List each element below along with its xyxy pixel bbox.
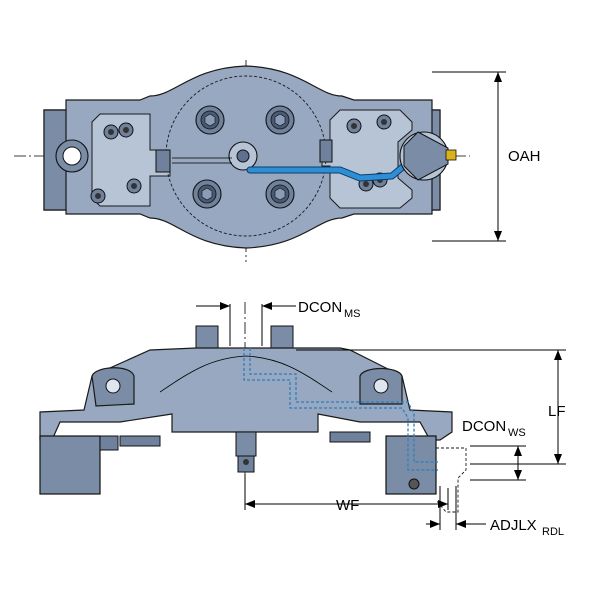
side-left-foot bbox=[39, 435, 101, 495]
adjlx-rdl-dimension: ADJLX RDL bbox=[426, 486, 564, 538]
oah-label: OAH bbox=[508, 148, 541, 165]
top-cartridge-head bbox=[403, 131, 449, 181]
side-left-rail bbox=[119, 435, 161, 447]
dcon-ms-subscript: MS bbox=[344, 308, 361, 320]
dcon-ms-label: DCON bbox=[298, 299, 342, 316]
top-left-end-block bbox=[43, 109, 67, 211]
top-center-hole bbox=[236, 149, 250, 163]
lf-label: LF bbox=[548, 403, 566, 420]
oah-dimension: OAH bbox=[432, 71, 541, 242]
top-large-bolt-3 bbox=[192, 179, 222, 209]
top-large-bolt-2 bbox=[265, 105, 295, 135]
top-large-bolt-4 bbox=[265, 179, 295, 209]
side-cartridge-screw bbox=[408, 478, 420, 490]
wf-label: WF bbox=[336, 497, 359, 514]
top-left-slot bbox=[155, 149, 171, 173]
side-spigot-hole bbox=[243, 459, 249, 465]
side-cartridge-dashed bbox=[435, 447, 467, 513]
side-right-foot bbox=[385, 435, 437, 495]
side-spigot bbox=[235, 431, 257, 457]
dcon-ws-label: DCON bbox=[462, 418, 506, 435]
adjlx-rdl-subscript: RDL bbox=[542, 526, 564, 538]
side-coolant-path-2 bbox=[249, 348, 438, 463]
side-right-pin bbox=[270, 325, 294, 349]
dcon-ms-dimension: DCON MS bbox=[196, 299, 361, 346]
top-insert bbox=[445, 149, 457, 161]
adjlx-rdl-label: ADJLX bbox=[490, 517, 537, 534]
side-left-screw-head bbox=[99, 435, 119, 451]
side-right-hole bbox=[373, 378, 389, 394]
top-large-bolt-1 bbox=[195, 105, 225, 135]
lf-dimension: LF bbox=[296, 349, 566, 465]
top-view bbox=[14, 60, 470, 262]
top-right-slot bbox=[319, 139, 333, 163]
side-coolant-path bbox=[243, 348, 438, 471]
side-right-rail bbox=[329, 431, 371, 443]
side-hump bbox=[159, 355, 333, 393]
top-right-pocket bbox=[321, 109, 413, 209]
side-left-pin bbox=[195, 325, 219, 349]
side-view bbox=[39, 302, 467, 513]
side-left-hole bbox=[105, 378, 121, 394]
top-left-hole-bore bbox=[62, 146, 82, 166]
dcon-ws-dimension: DCON WS bbox=[462, 418, 526, 481]
dcon-ws-subscript: WS bbox=[508, 427, 526, 439]
